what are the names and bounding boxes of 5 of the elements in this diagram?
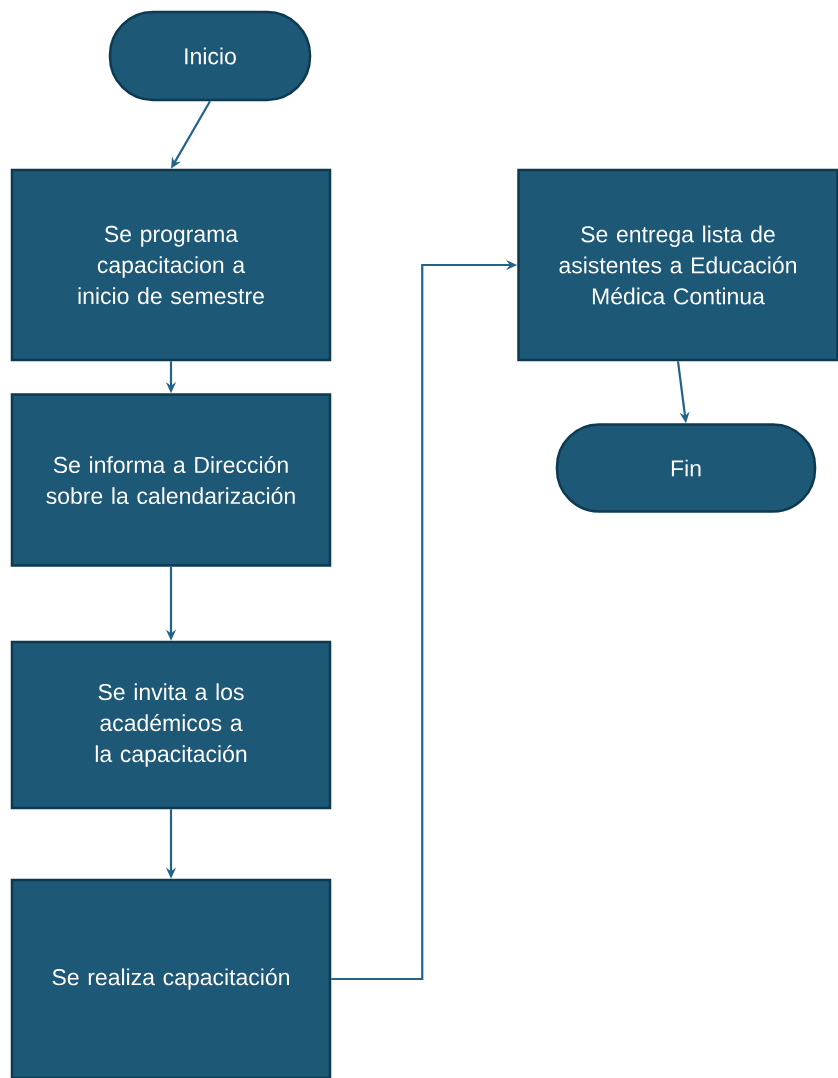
process-box: Se programa capacitacion a inicio de semestre <box>10 168 332 362</box>
process-box: Se entrega lista de asistentes a Educación Médica Continua <box>517 168 838 362</box>
process-box: Se realiza capacitación <box>10 878 332 1078</box>
process-box: Se invita a los académicos a la capacitación <box>10 640 332 810</box>
process-box: Se informa a Dirección sobre la calendarización <box>10 393 332 567</box>
